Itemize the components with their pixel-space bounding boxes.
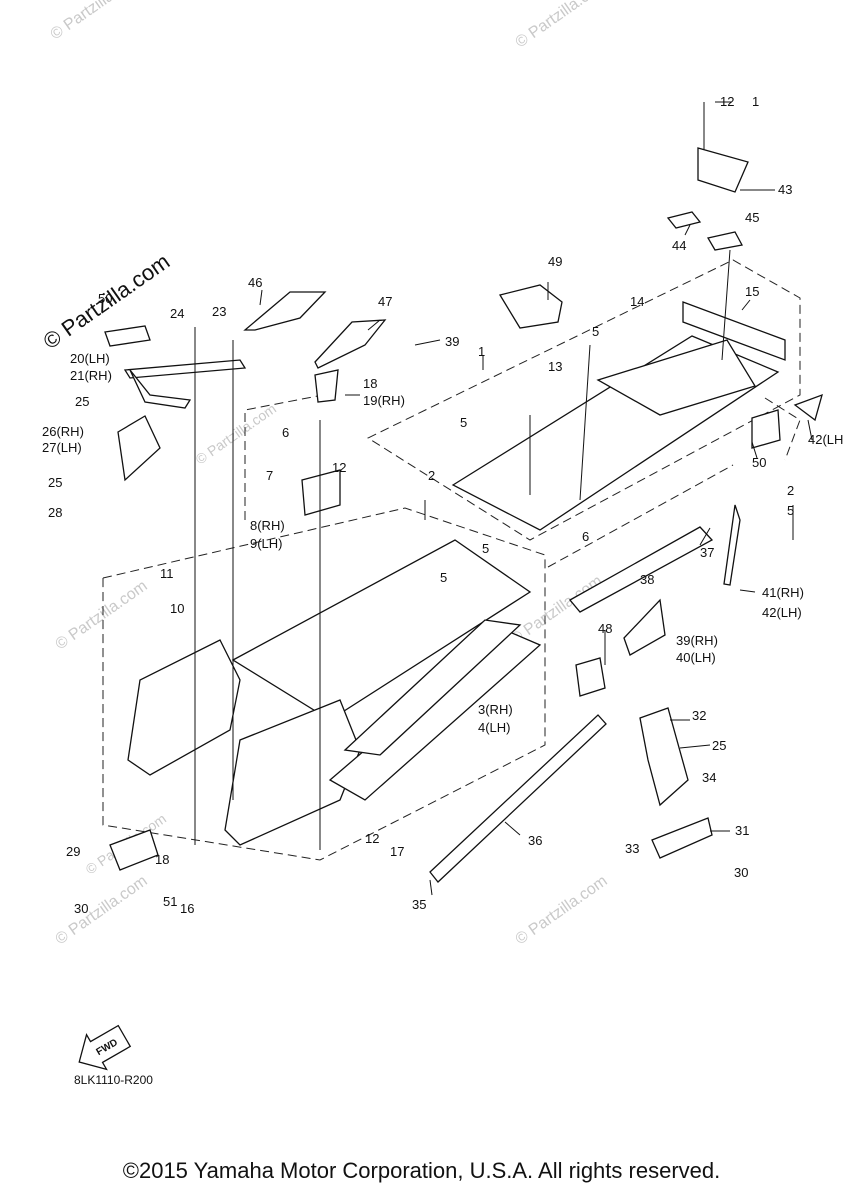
callout-38-label: 38 — [640, 572, 654, 587]
callout-42: 42(LH) — [762, 605, 802, 620]
watermark-6: © Partzilla.com — [513, 873, 611, 949]
callout-19: 18 — [363, 376, 377, 391]
callout-45: 44 — [672, 238, 686, 253]
callout-13: 13 — [548, 359, 562, 374]
fwd-arrow-icon: FWD — [78, 1024, 132, 1071]
watermark-3: © Partzilla.com — [53, 578, 151, 654]
callout-34-label: 34 — [702, 770, 716, 785]
callout-2: 2 — [428, 468, 435, 483]
callout-17: 17 — [390, 844, 404, 859]
callout-41-rh: 41(RH) — [762, 585, 804, 600]
callout-31: 31 — [735, 823, 749, 838]
callout-6-b: 6 — [582, 529, 589, 544]
callout-35: 35 — [412, 897, 426, 912]
callout-5-right: 5 — [787, 503, 794, 518]
callout-15: 15 — [745, 284, 759, 299]
callout-39-rh: 39(RH) — [676, 633, 718, 648]
leader-lines — [194, 101, 813, 896]
callout-28: 28 — [48, 505, 62, 520]
callout-44: 43 — [778, 182, 792, 197]
callout-14: 14 — [630, 294, 644, 309]
callout-8: 8(RH) — [250, 518, 285, 533]
callout-52: 50 — [98, 291, 112, 306]
callout-47: 46 — [248, 275, 262, 290]
callout-12-b: 12 — [365, 831, 379, 846]
callout-30-left: 30 — [74, 901, 88, 916]
watermark-1: © Partzilla.com — [48, 0, 146, 43]
callout-16: 16 — [180, 901, 194, 916]
diagram-code: 8LK1110-R200 — [74, 1073, 153, 1087]
callout-25-a: 25 — [75, 394, 89, 409]
callout-5-d: 5 — [440, 570, 447, 585]
callout-6-a: 6 — [282, 425, 289, 440]
callout-2-right: 2 — [787, 483, 794, 498]
callout-49: 48 — [598, 621, 612, 636]
callout-11: 11 — [160, 566, 174, 581]
callout-1-top: 1 — [752, 94, 759, 109]
callout-21: 20(LH) — [70, 351, 110, 366]
callout-24: 24 — [170, 306, 184, 321]
callout-5-c: 5 — [482, 541, 489, 556]
callout-50: 49 — [548, 254, 562, 269]
callout-18-label: 18 — [155, 852, 169, 867]
callout-4: 4(LH) — [478, 720, 511, 735]
callout-3: 3(RH) — [478, 702, 513, 717]
callout-5-a: 5 — [592, 324, 599, 339]
callout-40-lh: 40(LH) — [676, 650, 716, 665]
callout-36: 36 — [528, 833, 542, 848]
callout-27: 27(LH) — [42, 440, 82, 455]
callout-22: 21(RH) — [70, 368, 112, 383]
callout-25-b: 25 — [48, 475, 62, 490]
callout-51: 50 — [752, 455, 766, 470]
callout-23: 23 — [212, 304, 226, 319]
callout-20: 19(RH) — [363, 393, 405, 408]
assembly-outlines — [102, 259, 801, 861]
callout-39-a: 39 — [445, 334, 459, 349]
callout-30-right: 30 — [734, 865, 748, 880]
watermark-2: © Partzilla.com — [513, 0, 611, 51]
callout-labels: 12 1 43 45 44 49 46 14 15 50 47 24 23 5 … — [42, 94, 843, 916]
callout-12-top: 12 — [720, 94, 734, 109]
watermark-5: © Partzilla.com — [53, 873, 151, 949]
callout-43: 42(LH) — [808, 432, 843, 447]
callout-1: 1 — [478, 344, 485, 359]
callout-26: 26(RH) — [42, 424, 84, 439]
frame-assembly — [104, 147, 823, 883]
callout-25-c: 25 — [712, 738, 726, 753]
callout-46: 45 — [745, 210, 759, 225]
copyright-notice: ©2015 Yamaha Motor Corporation, U.S.A. A… — [122, 1158, 721, 1183]
callout-33: 33 — [625, 841, 639, 856]
callout-48: 47 — [378, 294, 392, 309]
watermark-7: © Partzilla.com — [193, 400, 279, 467]
callout-7: 7 — [266, 468, 273, 483]
callout-5-b: 5 — [460, 415, 467, 430]
callout-10: 10 — [170, 601, 184, 616]
callout-12-a: 12 — [332, 460, 346, 475]
callout-9: 9(LH) — [250, 536, 283, 551]
callout-53: 51 — [163, 894, 177, 909]
callout-29: 29 — [66, 844, 80, 859]
callout-37: 37 — [700, 545, 714, 560]
callout-32: 32 — [692, 708, 706, 723]
